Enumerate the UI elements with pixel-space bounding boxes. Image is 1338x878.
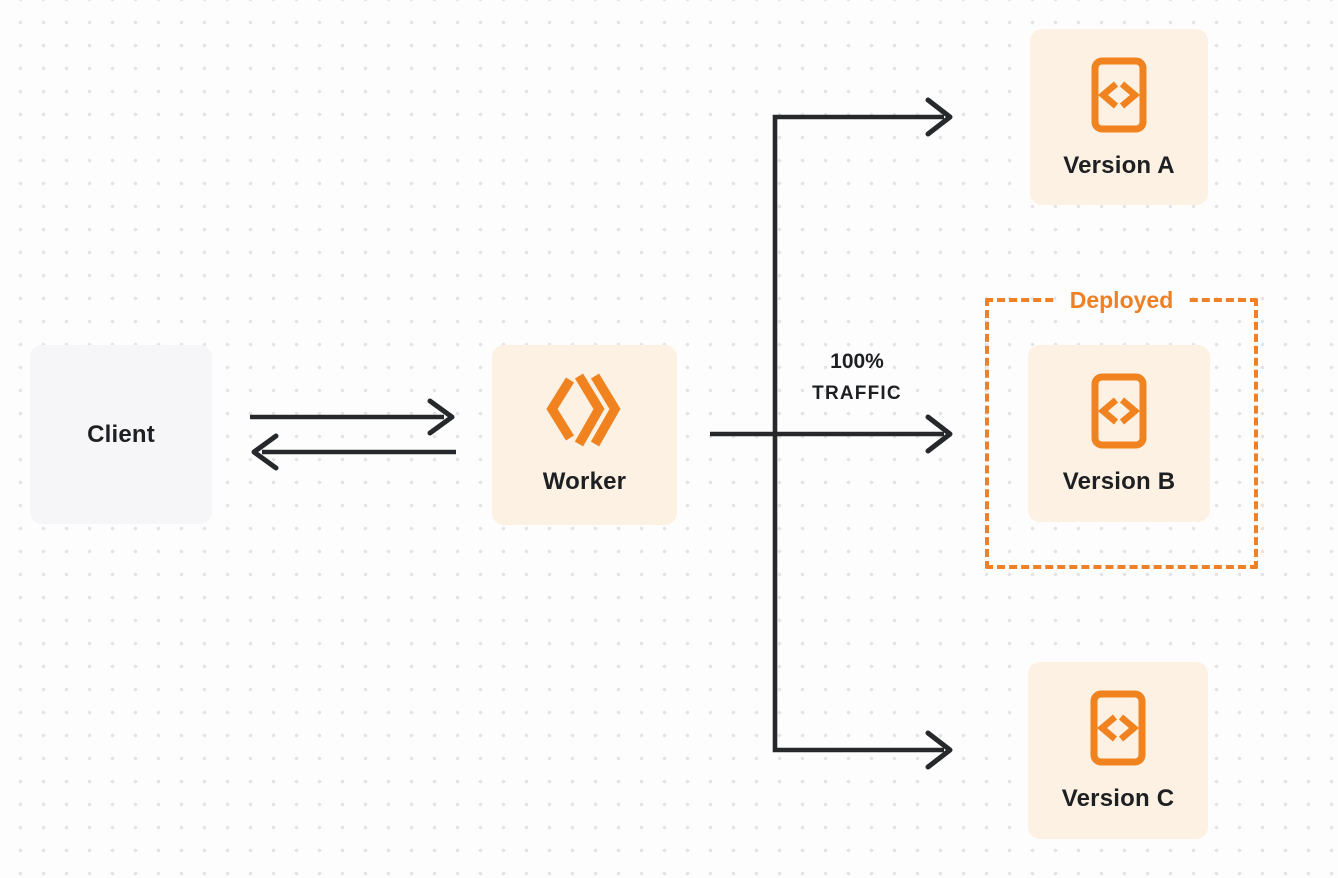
worker-to-client-arrowhead <box>251 433 279 471</box>
version-b-arrowhead <box>925 414 953 454</box>
traffic-split-line <box>772 114 944 753</box>
code-file-icon <box>1090 690 1146 766</box>
version-c-label: Version C <box>1061 785 1175 812</box>
code-file-icon <box>1091 57 1147 133</box>
deployed-outline: Deployed <box>985 286 1258 569</box>
cloudflare-workers-logo-icon <box>545 373 621 447</box>
node-version-b: Version B <box>1028 345 1210 522</box>
deployed-label: Deployed <box>1055 286 1188 314</box>
version-a-arrowhead <box>925 97 953 137</box>
code-file-icon <box>1091 373 1147 449</box>
worker-label: Worker <box>542 468 627 495</box>
traffic-word-text: TRAFFIC <box>812 383 902 404</box>
version-a-label: Version A <box>1063 152 1175 179</box>
version-c-arrowhead <box>925 730 953 770</box>
traffic-label: 100% TRAFFIC <box>778 350 936 405</box>
node-worker: Worker <box>492 345 677 525</box>
traffic-percent-text: 100% <box>830 350 884 373</box>
client-label: Client <box>87 420 155 448</box>
node-version-c: Version C <box>1028 662 1208 839</box>
node-version-a: Version A <box>1030 29 1208 205</box>
client-to-worker-arrowhead <box>427 398 455 436</box>
version-b-label: Version B <box>1062 468 1176 495</box>
node-client: Client <box>30 345 212 524</box>
